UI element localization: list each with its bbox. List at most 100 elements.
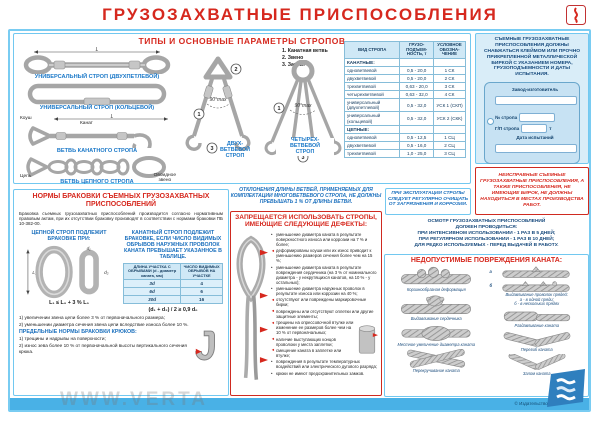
kink-diagram	[508, 353, 566, 370]
col-capacity: ГРУЗО-ПОДЪЕМ-НОСТЬ, т	[399, 40, 435, 60]
publisher-flame-logo-icon	[566, 5, 586, 25]
label-ovoid-link: Овоидное звено	[153, 173, 176, 183]
tag-capacity-unit: т	[549, 126, 552, 132]
maintenance-note-box: ПРИ ЭКСПЛУАТАЦИИ СТРОПЫ СЛЕДУЕТ РЕГУЛЯРН…	[385, 188, 471, 215]
page-title: ГРУЗОЗАХВАТНЫЕ ПРИСПОСОБЛЕНИЯ	[102, 5, 498, 24]
hook-wear-diagram	[195, 330, 215, 361]
inspection-schedule-text: ОСМОТР ГРУЗОЗАХВАТНЫХ ПРИСПОСОБЛЕНИЙ ДОЛ…	[414, 219, 559, 248]
core-extrusion-diagram	[401, 295, 472, 314]
defect-item: крюки не имеют предохранительных замков.	[271, 371, 378, 376]
defect-item: отсутствуют или повреждены маркировочные…	[271, 297, 378, 307]
table-row: КАНАТНЫЕ:	[343, 58, 466, 68]
hooks-reject-title: ПРЕДЕЛЬНЫЕ НОРМЫ БРАКОВКИ КРЮКОВ:	[19, 329, 137, 336]
tag-capacity-label: Г/П стропа	[495, 126, 520, 132]
tag-requirements-panel: СЪЕМНЫЕ ГРУЗОЗАХВАТНЫЕ ПРИСПОСОБЛЕНИЯ ДО…	[475, 33, 589, 165]
sub-label-b: б	[489, 283, 493, 289]
table-row: ЦЕПНЫЕ:	[343, 124, 466, 134]
defect-item: повреждения в результате температурных в…	[271, 359, 378, 369]
hook-reject-item-1: 1) трещины и надрывы на поверхности;	[19, 336, 106, 342]
damage-caption: Выдавливание сердечника	[410, 315, 462, 321]
tag-number-field	[519, 112, 556, 122]
defects-list: уменьшение диаметра каната в результате …	[271, 231, 378, 387]
col-sling-type: ВИД СТРОПА	[343, 40, 401, 60]
tag-date-label: Дата испытаний	[516, 135, 554, 141]
damage-caption: Залом каната	[522, 370, 551, 376]
legend-item-1: 1. Канатная ветвь	[282, 48, 328, 54]
damage-caption: Перегиб каната	[520, 347, 553, 353]
sling-diagrams-column: L УНИВЕРСАЛЬНЫЙ СТРОП (ДВУХПЕТЛЕВОЙ) УНИ…	[18, 47, 176, 191]
rope-damage-right-column: а б Выдавливание проволок прядей:	[490, 266, 585, 376]
tag-number-label: № стропа	[495, 114, 518, 120]
col-symbol: УСЛОВНОЕ ОБОЗНА-ЧЕНИЕ	[433, 40, 466, 60]
deviation-note: ОТКЛОНЕНИЯ ДЛИНЫ ВЕТВЕЙ, ПРИМЕНЯЕМЫХ ДЛЯ…	[230, 187, 382, 205]
rope-damage-panel: НЕДОПУСТИМЫЕ ПОВРЕЖДЕНИЯ КАНАТА: Корзино…	[384, 254, 589, 397]
legend-item-2: 2. Звено	[282, 55, 304, 62]
sub-label-a: а	[489, 269, 492, 275]
chain-branch-diagram	[26, 156, 166, 178]
two-leg-sling-diagram: 90°max 2 1 3	[185, 56, 251, 154]
rope-damage-left-column: Корзинообразная деформация Выдавливание …	[389, 266, 484, 376]
tag-manufacturer-field	[495, 96, 577, 106]
rejection-intro: Браковка съемных грузозахватных приспосо…	[19, 211, 223, 227]
damage-caption: Местное увеличение диаметра каната	[397, 342, 476, 348]
callout-2: 2	[235, 67, 238, 73]
tag-requirement-text: СЪЕМНЫЕ ГРУЗОЗАХВАТНЫЕ ПРИСПОСОБЛЕНИЯ ДО…	[483, 37, 581, 78]
caption-rope-branch: ВЕТВЬ КАНАТНОГО СТРОПА	[56, 148, 138, 154]
crushing-diagram	[503, 311, 570, 321]
faulty-equipment-warning-box: НЕИСПРАВНЫЕ СЪЕМНЫЕ ГРУЗОЗАХВАТНЫЕ ПРИСП…	[475, 167, 589, 215]
types-panel-title: ТИПЫ И ОСНОВНЫЕ ПАРАМЕТРЫ СТРОПОВ	[138, 36, 346, 46]
universal-two-loop-sling-diagram: L	[23, 47, 171, 74]
rope-branch-diagram: L	[28, 114, 168, 148]
faulty-warning-text: НЕИСПРАВНЫЕ СЪЕМНЫЕ ГРУЗОЗАХВАТНЫЕ ПРИСП…	[480, 173, 584, 208]
defects-title: ЗАПРЕЩАЕТСЯ ИСПОЛЬЗОВАТЬ СТРОПЫ, ИМЕЮЩИЕ…	[235, 214, 377, 229]
footer-band	[10, 398, 589, 410]
twisting-diagram	[407, 348, 466, 368]
rope-formula: (d₁ + d₂) / 2 ≥ 0,9 d₀	[148, 307, 198, 314]
rejection-norms-panel: НОРМЫ БРАКОВКИ СЪЕМНЫХ ГРУЗОЗАХВАТНЫХ ПР…	[13, 189, 229, 396]
publisher-wave-logo-icon	[547, 369, 585, 407]
dim-L-label: L	[96, 47, 99, 53]
defect-item: наличие выступающих концов проволоки у м…	[271, 337, 378, 347]
angle-label: 90°max	[294, 103, 312, 109]
tag-date-field	[495, 144, 577, 154]
chain-reject-item-2: 2) уменьшении диаметра сечения звена цеп…	[19, 321, 189, 327]
damage-caption: Раздавливание каната	[514, 322, 560, 328]
two-leg-sling-label: ДВУХ- ВЕТВЕВОЙ СТРОП	[219, 141, 251, 159]
wire-breaks-table: ДЛИНА УЧАСТКА С ОБРЫВАМИ (d - диаметр ка…	[122, 263, 223, 305]
four-leg-sling-label: ЧЕТЫРЕХ- ВЕТВЕВОЙ СТРОП	[276, 137, 334, 156]
label-chain: Цепь	[20, 174, 32, 179]
defect-item: трещины на опрессовочной втулке или изме…	[271, 320, 378, 335]
bend-diagram	[503, 332, 571, 347]
types-panel: ТИПЫ И ОСНОВНЫЕ ПАРАМЕТРЫ СТРОПОВ L УНИВ…	[13, 33, 471, 185]
label-thimble: Коуш	[20, 116, 32, 121]
defect-item: уменьшение диаметра наружных проволок в …	[271, 286, 378, 296]
wire-extrusion-one-strand-diagram	[502, 266, 570, 278]
wire-extrusion-several-strands-diagram	[502, 281, 570, 292]
prohibited-defects-box: ЗАПРЕЩАЕТСЯ ИСПОЛЬЗОВАТЬ СТРОПЫ, ИМЕЮЩИЕ…	[230, 211, 382, 396]
damage-caption: Корзинообразная деформация	[406, 287, 466, 292]
callout-3: 3	[302, 155, 305, 161]
angle-label: 90°max	[209, 97, 227, 103]
site-watermark: WWW.VERTA	[60, 389, 209, 410]
thimble-splice-diagram	[236, 235, 268, 380]
caption-universal-ring: УНИВЕРСАЛЬНЫЙ СТРОП (КОЛЬЦЕВОЙ)	[39, 105, 155, 111]
identification-tag-diagram: Завод-изготовитель № стропа Г/П стропа т…	[484, 82, 580, 165]
tag-hole	[487, 118, 494, 126]
damage-caption: Выдавливание проволок прядей: а - в одно…	[505, 292, 568, 307]
defect-item: смещение каната в заплетке или втулке;	[271, 348, 378, 358]
basket-deformation-diagram	[401, 266, 472, 285]
local-diameter-increase-diagram	[401, 326, 471, 341]
footer-note: © Издательство, 2011	[514, 401, 560, 406]
rejection-title: НОРМЫ БРАКОВКИ СЪЕМНЫХ ГРУЗОЗАХВАТНЫХ ПР…	[32, 193, 210, 209]
dim-L-label: L	[111, 114, 114, 120]
